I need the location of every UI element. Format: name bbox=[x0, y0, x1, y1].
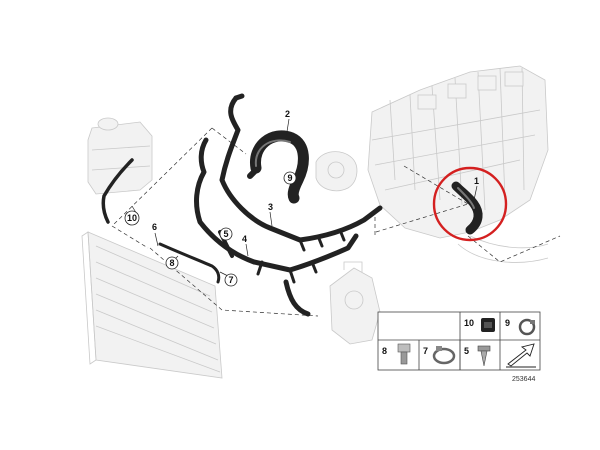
parts-legend: 10 9 8 7 5 bbox=[377, 311, 541, 371]
legend-label-8: 8 bbox=[382, 346, 387, 356]
hose-3 bbox=[219, 93, 383, 252]
band-clamp-icon bbox=[432, 346, 456, 365]
callout-10-circle: 10 bbox=[124, 210, 140, 226]
callout-2: 2 bbox=[285, 109, 290, 119]
highlight-circle bbox=[432, 166, 508, 242]
callout-7: 7 bbox=[228, 275, 233, 285]
callout-10: 10 bbox=[127, 213, 137, 223]
callout-8-circle: 8 bbox=[165, 256, 179, 270]
callout-9: 9 bbox=[287, 173, 292, 183]
arrow-icon bbox=[506, 343, 536, 368]
callout-5-circle: 5 bbox=[219, 227, 233, 241]
hose-2 bbox=[247, 130, 309, 204]
callout-5: 5 bbox=[223, 229, 228, 239]
legend-label-10: 10 bbox=[464, 318, 474, 328]
hose-10 bbox=[101, 158, 134, 224]
hose-1 bbox=[451, 181, 483, 235]
hose-4 bbox=[194, 137, 359, 284]
callout-9-circle: 9 bbox=[283, 171, 297, 185]
engine-block bbox=[367, 65, 549, 239]
callout-1: 1 bbox=[474, 176, 479, 186]
callout-8: 8 bbox=[169, 258, 174, 268]
hose-clamp-icon bbox=[518, 318, 536, 336]
thermostat-housing bbox=[329, 261, 381, 345]
water-pump bbox=[315, 151, 358, 192]
legend-label-5: 5 bbox=[464, 346, 469, 356]
screw-icon bbox=[477, 345, 491, 367]
lower-hose bbox=[283, 279, 311, 317]
callout-7-circle: 7 bbox=[224, 273, 238, 287]
callout-4: 4 bbox=[242, 234, 247, 244]
legend-label-9: 9 bbox=[505, 318, 510, 328]
legend-label-7: 7 bbox=[423, 346, 428, 356]
callout-6: 6 bbox=[152, 222, 157, 232]
expansion-tank bbox=[87, 117, 153, 195]
clip-icon bbox=[397, 343, 411, 365]
hose-6 bbox=[158, 242, 221, 284]
grommet-icon bbox=[481, 318, 495, 332]
callout-3: 3 bbox=[268, 202, 273, 212]
radiator bbox=[81, 231, 223, 379]
diagram-number: 253644 bbox=[512, 376, 535, 383]
